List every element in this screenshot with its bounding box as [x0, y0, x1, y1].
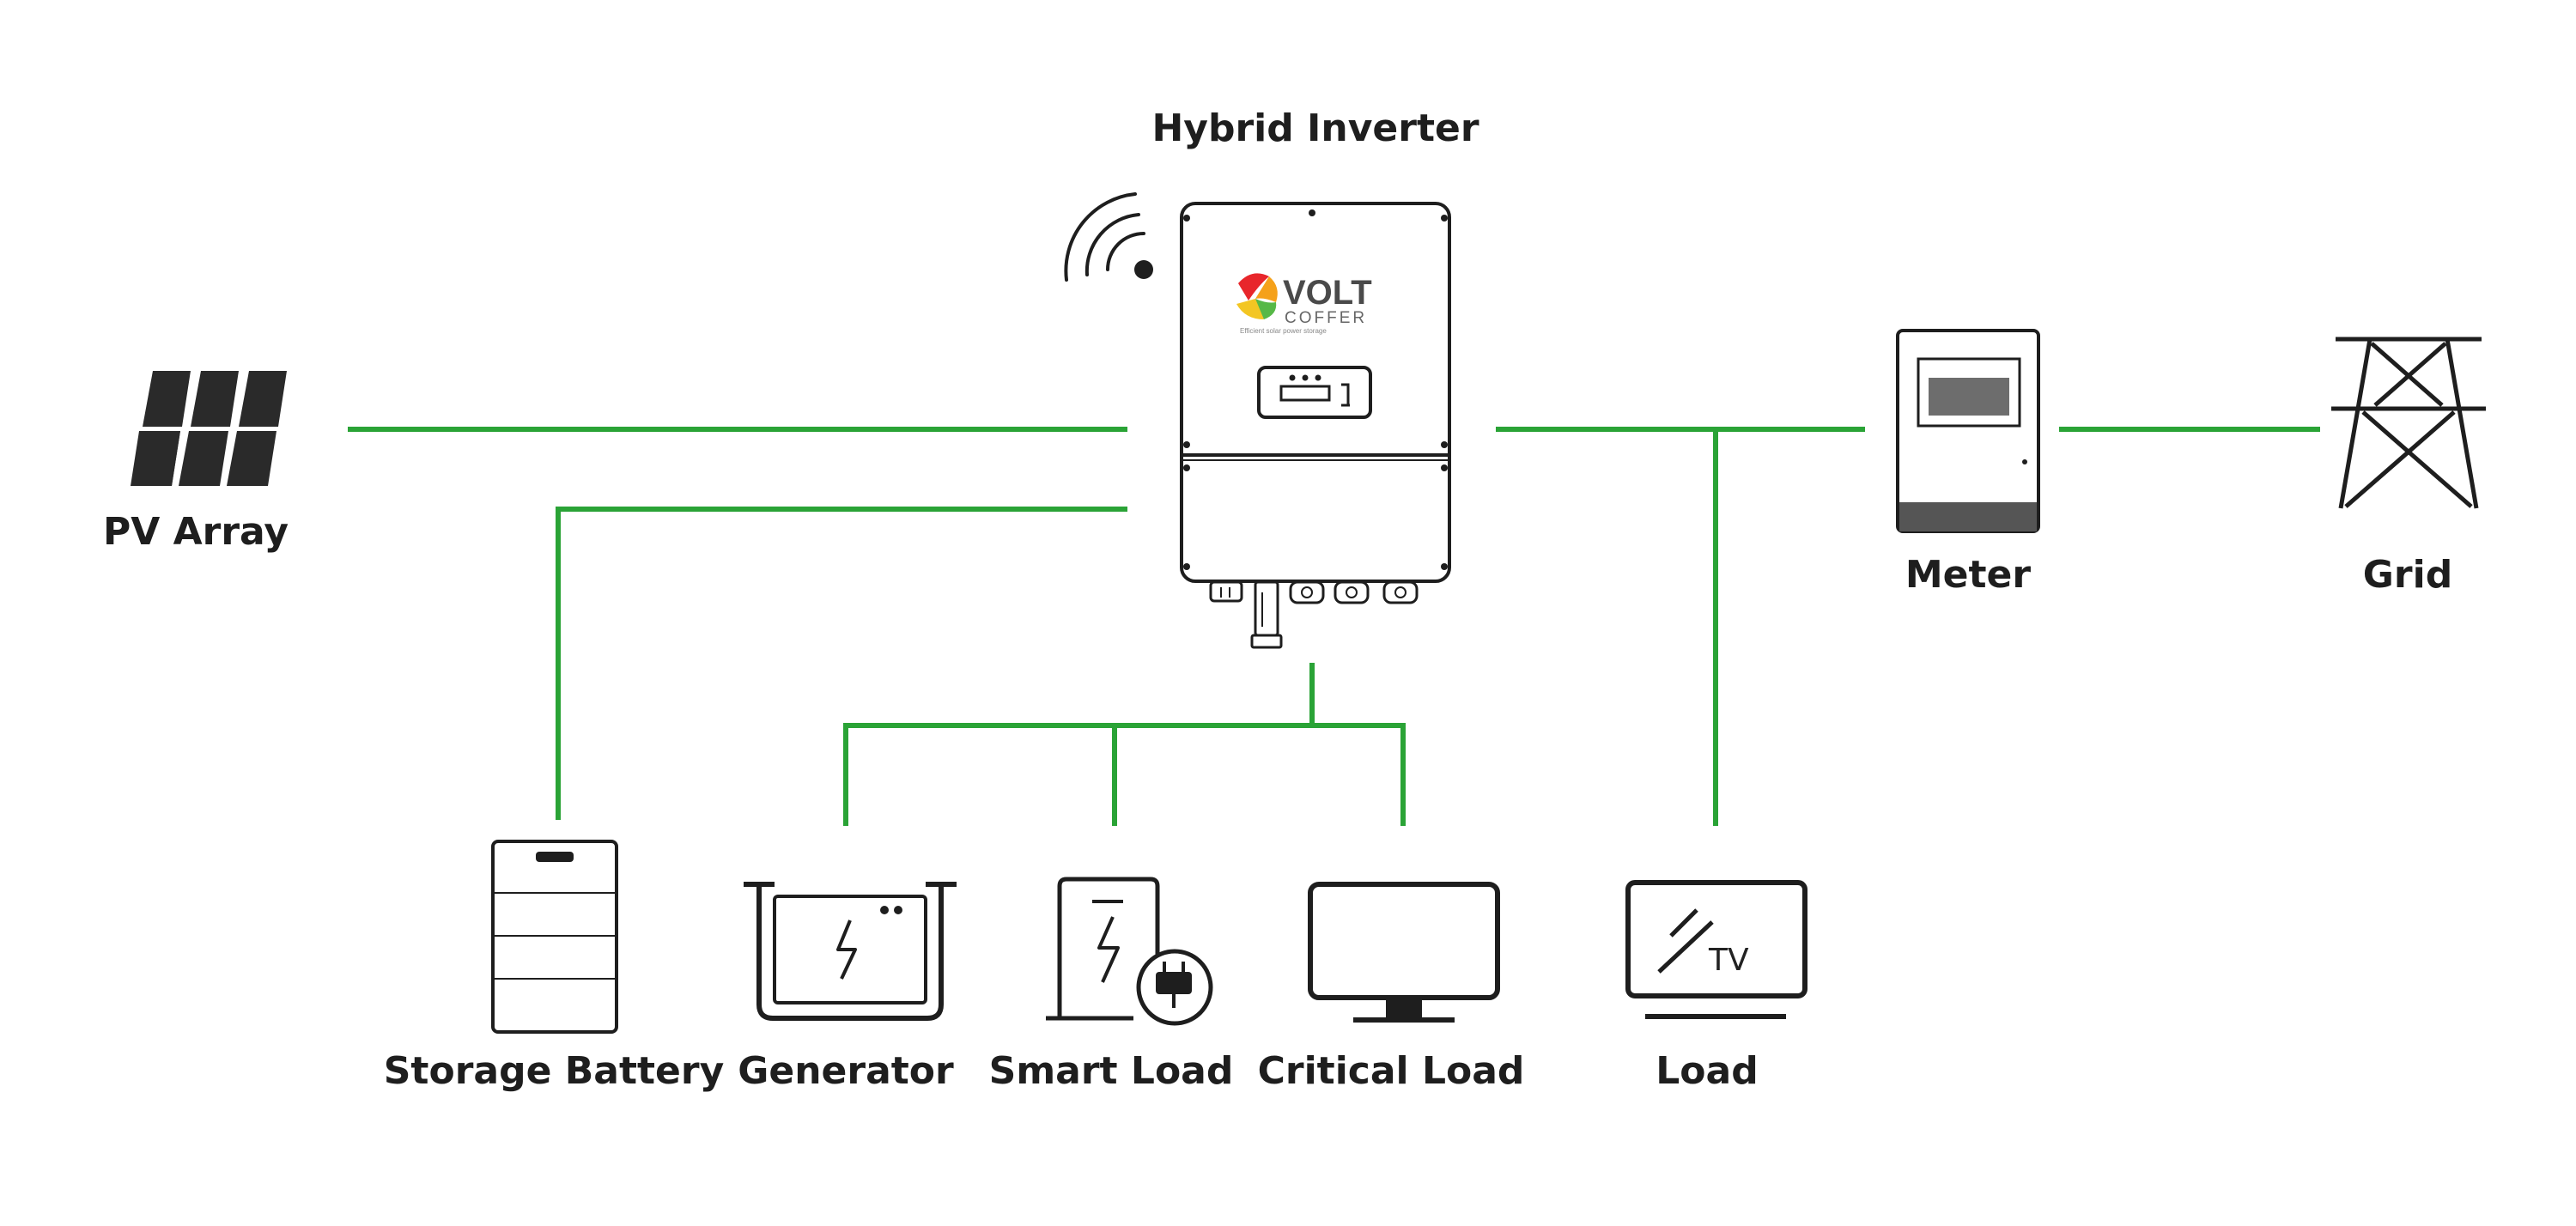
wiring: [348, 427, 2320, 826]
critical-load-label: Critical Load: [1257, 1049, 1525, 1093]
wire-battery-to-inverter: [556, 507, 1127, 820]
solar-panel-icon: [131, 371, 287, 486]
inverter-brand-tagline: Efficient solar power storage: [1240, 327, 1327, 335]
tv-screen-text: TV: [1708, 943, 1749, 978]
meter-label: Meter: [1905, 553, 2032, 597]
inverter-unit: [1180, 202, 1451, 649]
tv-icon: TV: [1625, 880, 1807, 1019]
transmission-tower-icon: [2331, 337, 2486, 509]
generator-icon: [744, 882, 957, 1021]
generator-label: Generator: [738, 1049, 954, 1093]
inverter-brand-sub: COFFER: [1285, 309, 1367, 327]
storage-battery-label: Storage Battery: [383, 1049, 725, 1093]
battery-icon: [491, 840, 618, 1034]
inverter-brand-name: VOLT: [1283, 274, 1372, 312]
wifi-icon: [1064, 192, 1153, 282]
monitor-icon: [1308, 882, 1500, 1023]
smart-plug-icon: [1046, 877, 1213, 1026]
inverter-title: Hybrid Inverter: [1151, 106, 1479, 150]
grid-label: Grid: [2362, 553, 2453, 597]
volt-coffer-logo: VOLT COFFER Efficient solar power storag…: [1236, 273, 1372, 335]
smart-load-label: Smart Load: [988, 1049, 1234, 1093]
pv-array-label: PV Array: [102, 510, 289, 554]
meter-icon: [1896, 329, 2040, 533]
inverter-display: [1257, 366, 1372, 419]
load-label: Load: [1656, 1049, 1759, 1093]
